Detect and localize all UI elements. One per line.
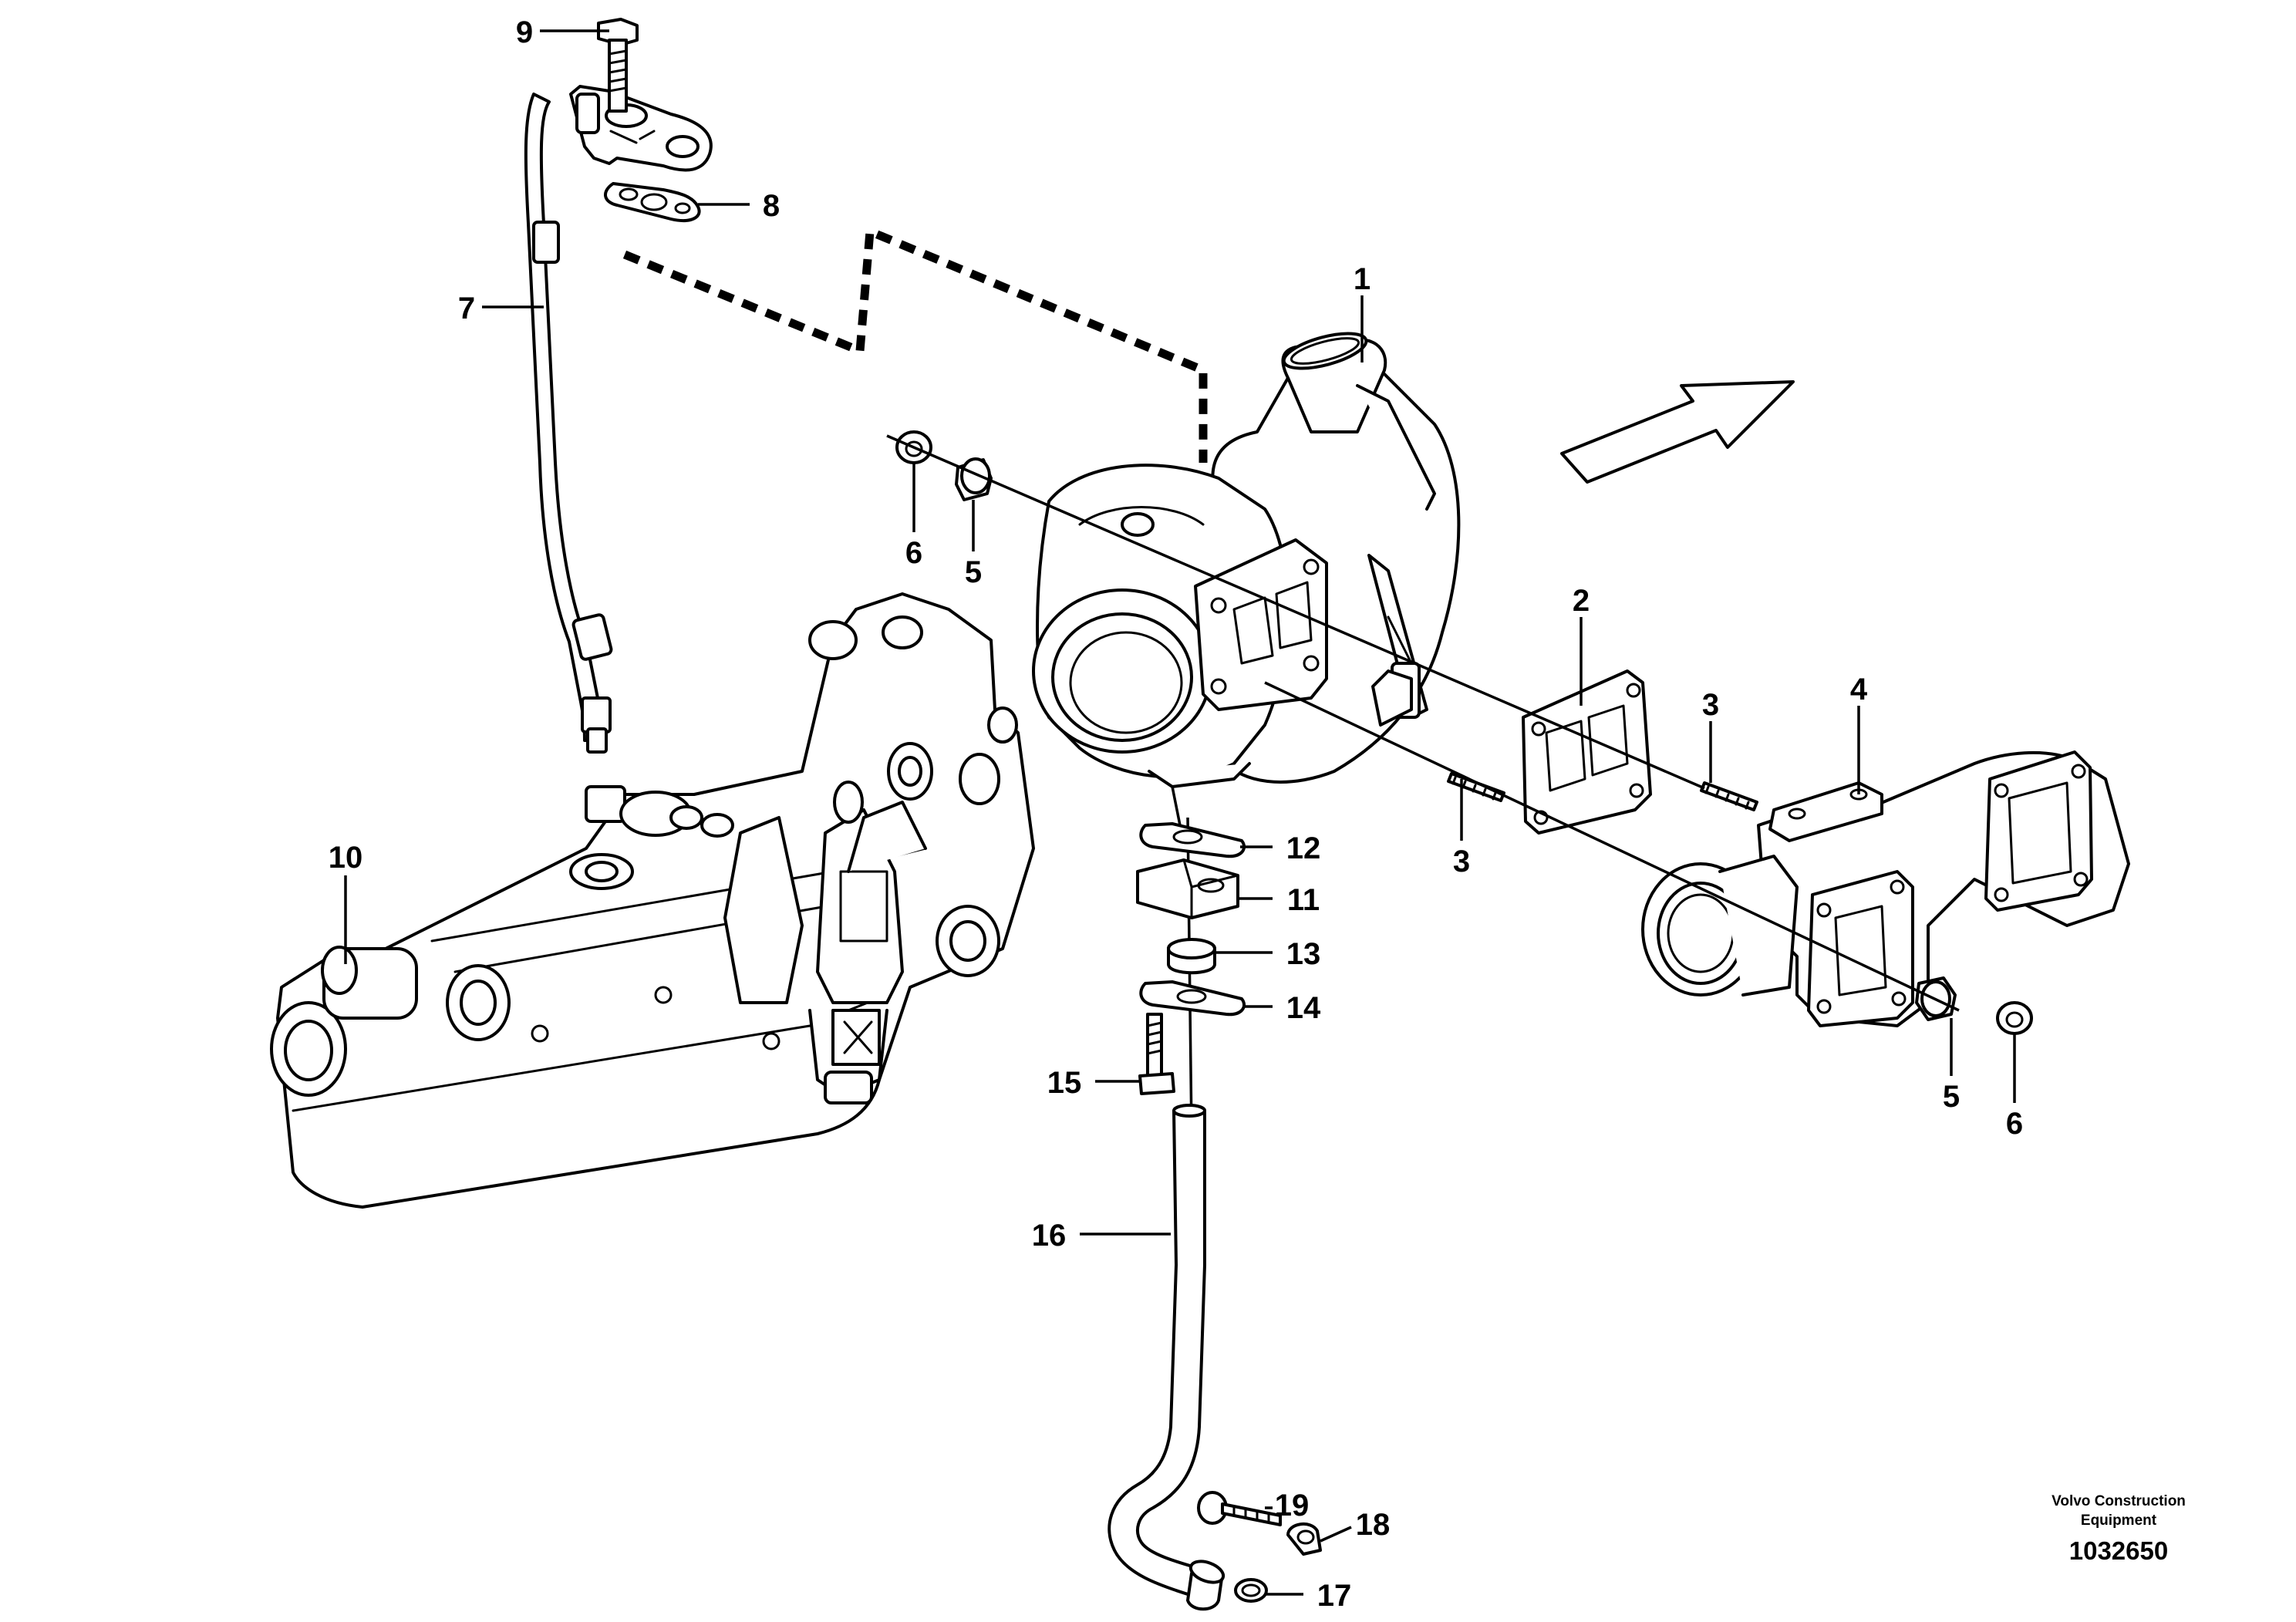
callout-9: 9 [516, 15, 533, 49]
assembly-reference-line [622, 225, 1208, 463]
drain-bolt [1138, 1013, 1175, 1095]
callout-14: 14 [1286, 991, 1321, 1025]
drain-flange-block [1136, 858, 1239, 919]
callout-11: 11 [1287, 883, 1320, 917]
callout-5-upper: 5 [965, 555, 982, 589]
engine-housing [270, 592, 1035, 1209]
callout-6-upper: 6 [905, 536, 922, 570]
callout-labels: 1 2 3 3 4 5 5 6 6 7 8 9 10 11 12 13 14 1… [329, 15, 2023, 1613]
callout-leaders [344, 29, 2016, 1596]
footer-caption: Volvo Construction Equipment 1032650 [2052, 1493, 2186, 1565]
callout-18: 18 [1356, 1508, 1391, 1542]
callout-6-lower: 6 [2006, 1107, 2023, 1141]
banjo-bolt [597, 18, 639, 113]
callout-5-lower: 5 [1943, 1080, 1960, 1114]
callout-15: 15 [1047, 1066, 1082, 1100]
callout-12: 12 [1286, 831, 1321, 865]
oil-supply-pipe [524, 93, 613, 754]
nut-lower [1996, 1001, 2033, 1035]
drain-gasket-upper [1139, 822, 1246, 858]
exhaust-manifold [1641, 750, 2130, 1027]
pipe-bolt [1197, 1491, 1282, 1526]
company-name-line2: Equipment [2081, 1512, 2157, 1529]
callout-1: 1 [1354, 262, 1371, 296]
callout-4: 4 [1850, 673, 1868, 706]
callout-7: 7 [458, 292, 475, 325]
direction-arrow-icon [1560, 380, 1795, 484]
callout-2: 2 [1573, 584, 1590, 618]
company-name-line1: Volvo Construction [2052, 1493, 2186, 1509]
stud-upper [1700, 781, 1758, 811]
callout-19: 19 [1275, 1489, 1310, 1523]
pipe-o-ring [1234, 1578, 1268, 1603]
callout-3-upper: 3 [1702, 688, 1719, 722]
document-number: 1032650 [2069, 1536, 2168, 1565]
callout-8: 8 [763, 189, 780, 223]
callout-13: 13 [1286, 937, 1321, 971]
callout-3-lower: 3 [1453, 845, 1470, 878]
callout-17: 17 [1317, 1579, 1352, 1613]
turbocharger [1032, 332, 1461, 788]
banjo-gasket [604, 182, 701, 222]
callout-10: 10 [329, 841, 363, 875]
oil-return-pipe [1108, 1104, 1226, 1611]
drain-gasket-lower [1139, 980, 1246, 1017]
pipe-clamp [1286, 1523, 1322, 1556]
drain-seal-ring [1167, 938, 1216, 975]
turbo-flange-gasket [1522, 669, 1652, 835]
stud-lower [1447, 772, 1505, 802]
banjo-fitting [569, 85, 713, 172]
callout-16: 16 [1032, 1219, 1067, 1253]
